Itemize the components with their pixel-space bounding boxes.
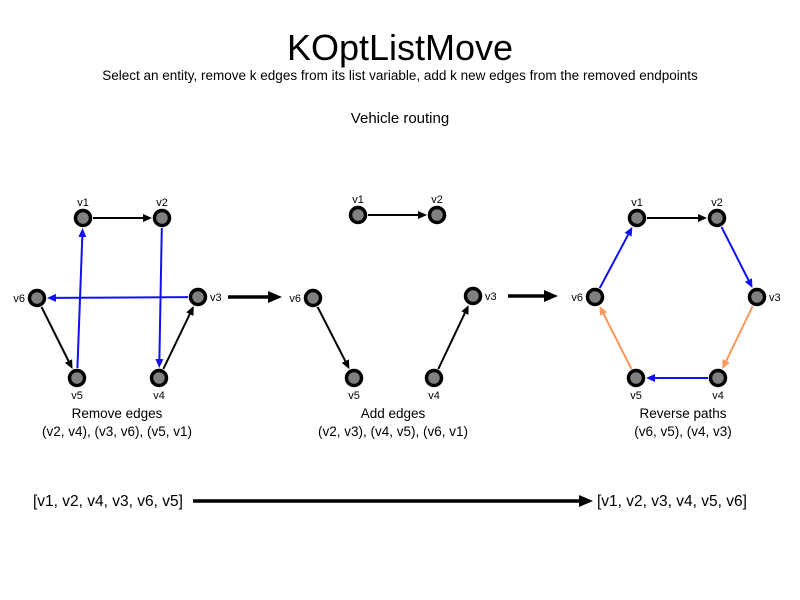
node-label-v6: v6 xyxy=(289,293,301,305)
node-label-v3: v3 xyxy=(485,291,497,303)
node-v2 xyxy=(427,205,447,225)
graph-edge-v4-v3 xyxy=(162,305,194,370)
node-label-v4: v4 xyxy=(428,390,440,402)
node-label-v6: v6 xyxy=(13,293,25,305)
node-label-v2: v2 xyxy=(711,197,723,209)
node-label-v3: v3 xyxy=(210,292,222,304)
graph-edge-v2-v4 xyxy=(155,227,164,368)
remove-edges-detail: (v2, v4), (v3, v6), (v5, v1) xyxy=(42,424,192,439)
node-v1 xyxy=(348,205,368,225)
reverse-paths-detail: (v6, v5), (v4, v3) xyxy=(634,424,732,439)
node-label-v2: v2 xyxy=(431,194,443,206)
node-v5 xyxy=(344,368,364,388)
remove-edges-graph: v1 v2 v3 v4 v5 v6 xyxy=(13,197,221,402)
graph-edge-v3-v6 xyxy=(47,293,189,302)
add-edges-caption: Add edges xyxy=(361,406,426,421)
node-label-v3: v3 xyxy=(769,292,781,304)
graph-edge-v6-v5 xyxy=(316,306,350,370)
node-v3 xyxy=(747,287,767,307)
node-v4 xyxy=(149,368,169,388)
add-edges-detail: (v2, v3), (v4, v5), (v6, v1) xyxy=(318,424,468,439)
node-label-v1: v1 xyxy=(352,194,364,206)
add-edges-graph: v1 v2 v3 v4 v5 v6 xyxy=(289,194,496,402)
list-after: [v1, v2, v3, v4, v5, v6] xyxy=(597,493,747,510)
graph-edge-v5-v6 xyxy=(599,305,633,370)
node-label-v5: v5 xyxy=(348,390,360,402)
graph-edge-v2-v3 xyxy=(720,226,753,289)
graph-edge-v6-v5 xyxy=(40,306,73,370)
node-label-v5: v5 xyxy=(630,390,642,402)
graph-edge-v5-v1 xyxy=(76,228,87,369)
node-v2 xyxy=(152,208,172,228)
node-v5 xyxy=(626,368,646,388)
node-v6 xyxy=(585,287,605,307)
page-title: KOptListMove xyxy=(287,27,513,68)
node-label-v5: v5 xyxy=(71,390,83,402)
node-v3 xyxy=(188,287,208,307)
node-v6 xyxy=(27,288,47,308)
node-label-v1: v1 xyxy=(631,197,643,209)
reverse-paths-caption: Reverse paths xyxy=(639,406,726,421)
node-label-v2: v2 xyxy=(156,197,168,209)
node-v1 xyxy=(73,208,93,228)
node-label-v6: v6 xyxy=(571,292,583,304)
node-v5 xyxy=(67,368,87,388)
node-v3 xyxy=(463,286,483,306)
graph-edge-v6-v1 xyxy=(598,226,633,289)
node-v4 xyxy=(708,368,728,388)
reverse-paths-graph: v1 v2 v3 v4 v5 v6 xyxy=(571,197,780,402)
node-v1 xyxy=(627,208,647,228)
node-v4 xyxy=(424,368,444,388)
graph-edge-v3-v4 xyxy=(722,305,754,370)
list-before: [v1, v2, v4, v3, v6, v5] xyxy=(33,493,183,510)
node-v2 xyxy=(707,208,727,228)
graph-edge-v4-v3 xyxy=(437,305,469,370)
node-label-v4: v4 xyxy=(712,390,724,402)
node-v6 xyxy=(303,288,323,308)
node-label-v4: v4 xyxy=(153,390,165,402)
node-label-v1: v1 xyxy=(77,197,89,209)
flow-arrows-layer xyxy=(193,290,593,507)
remove-edges-caption: Remove edges xyxy=(72,406,163,421)
scenario-label: Vehicle routing xyxy=(351,110,449,127)
page-subtitle: Select an entity, remove k edges from it… xyxy=(102,68,698,83)
